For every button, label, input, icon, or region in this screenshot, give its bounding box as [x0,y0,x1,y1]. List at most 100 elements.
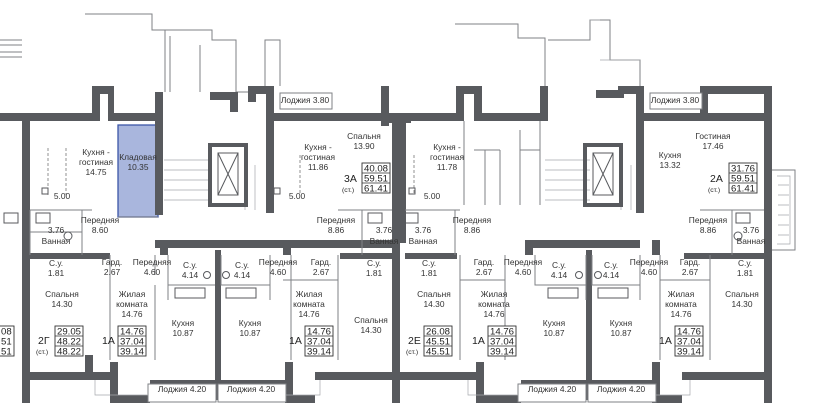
apartment-area: 29.05 [57,327,81,338]
room-name: Передняя [133,257,171,267]
room-name: Жилая [119,289,146,299]
apartment-area: 48.22 [57,347,81,358]
room-label: Гард.2.67 [680,257,700,277]
room-name: Гард. [680,257,700,267]
room-name: Ванная [737,236,766,246]
room-area: 8.86 [464,225,481,235]
room-name: комната [665,299,697,309]
room-area: 8.60 [92,225,109,235]
room-area: 14.76 [122,309,143,319]
apartment-area-box [674,325,704,357]
apartment-area: 39.14 [677,347,702,358]
apartment-area: 61.41 [364,184,388,195]
room-name: С.у. [604,260,618,270]
room-name: Жилая [668,289,695,299]
room-label: С.у.4.14 [551,260,568,280]
room-area: 17.46 [703,141,724,151]
apartment-area: 39.14 [490,347,515,358]
room-name: Спальня [725,289,759,299]
apartment-area: 48.22 [57,337,81,348]
room-name: Ванная [42,236,71,246]
room-name: Кухня - [82,147,110,157]
room-label: 3.76 [743,225,760,235]
room-area: 4.60 [270,267,287,277]
room-name: Жилая [296,289,323,299]
apartment-area: 37.04 [120,337,145,348]
room-name: Спальня [45,289,79,299]
apartment-area: 59.51 [364,174,388,185]
room-area: 2.67 [313,267,330,277]
room-area: 10.87 [544,328,565,338]
room-name: гостиная [79,157,113,167]
apartment-area: 39.14 [307,347,332,358]
room-name: комната [116,299,148,309]
loggia-label: Лоджия 4.20 [528,384,577,394]
room-area: 4.14 [182,270,199,280]
room-label: 3.76 [415,225,432,235]
room-name: Передняя [504,257,542,267]
room-area: 10.87 [173,328,194,338]
room-label: С.у.1.81 [366,258,383,278]
room-label: Ванная [409,236,438,246]
room-area: 3.76 [415,225,432,235]
dimension-label: 5.00 [289,191,306,201]
room-area: 11.78 [437,162,458,172]
room-label: Ванная [370,236,399,246]
apartment-area-box [728,162,758,194]
dimension-label: 5.00 [424,191,441,201]
apartment-note: (ст.) [708,187,720,194]
room-label: Гард.2.67 [102,257,122,277]
room-label: С.у.1.81 [48,258,65,278]
room-name: комната [478,299,510,309]
room-name: Гард. [102,257,122,267]
apartment-area: 37.04 [307,337,332,348]
apartment-area: 61.41 [731,184,755,195]
apartment-area: 31.76 [731,164,755,175]
apartment-code: 1А [659,335,672,347]
room-label: С.у.1.81 [421,258,438,278]
room-name: Гостиная [695,131,730,141]
room-area: 1.81 [48,268,65,278]
room-label: 3.76 [376,225,393,235]
room-name: Жилая [481,289,508,299]
room-name: С.у. [235,260,249,270]
loggia-label: Лоджия 4.20 [597,384,646,394]
room-name: Кладовая [119,152,157,162]
apartment-area-box [423,325,453,357]
edge-area: 51 [1,347,12,358]
room-area: 3.76 [376,225,393,235]
apartment-area-box [361,162,391,194]
edge-area: 51 [1,337,12,348]
room-area: 1.81 [421,268,438,278]
room-name: Передняя [689,215,727,225]
room-area: 14.30 [361,325,382,335]
room-area: 4.60 [515,267,532,277]
room-name: Гард. [474,257,494,267]
room-area: 8.86 [328,225,345,235]
apartment-code: 1А [289,335,302,347]
loggia-label: Лоджия 3.80 [281,95,330,105]
room-area: 14.75 [86,167,107,177]
room-name: Передняя [317,215,355,225]
apartment-area: 37.04 [490,337,515,348]
room-area: 11.86 [308,162,329,172]
room-area: 2.67 [104,267,121,277]
apartment-area: 14.76 [490,327,514,338]
apartment-area: 26.08 [426,327,450,338]
apartment-badges: 3А(ст.)40.0859.5161.412А(ст.)31.7659.516… [36,162,758,358]
